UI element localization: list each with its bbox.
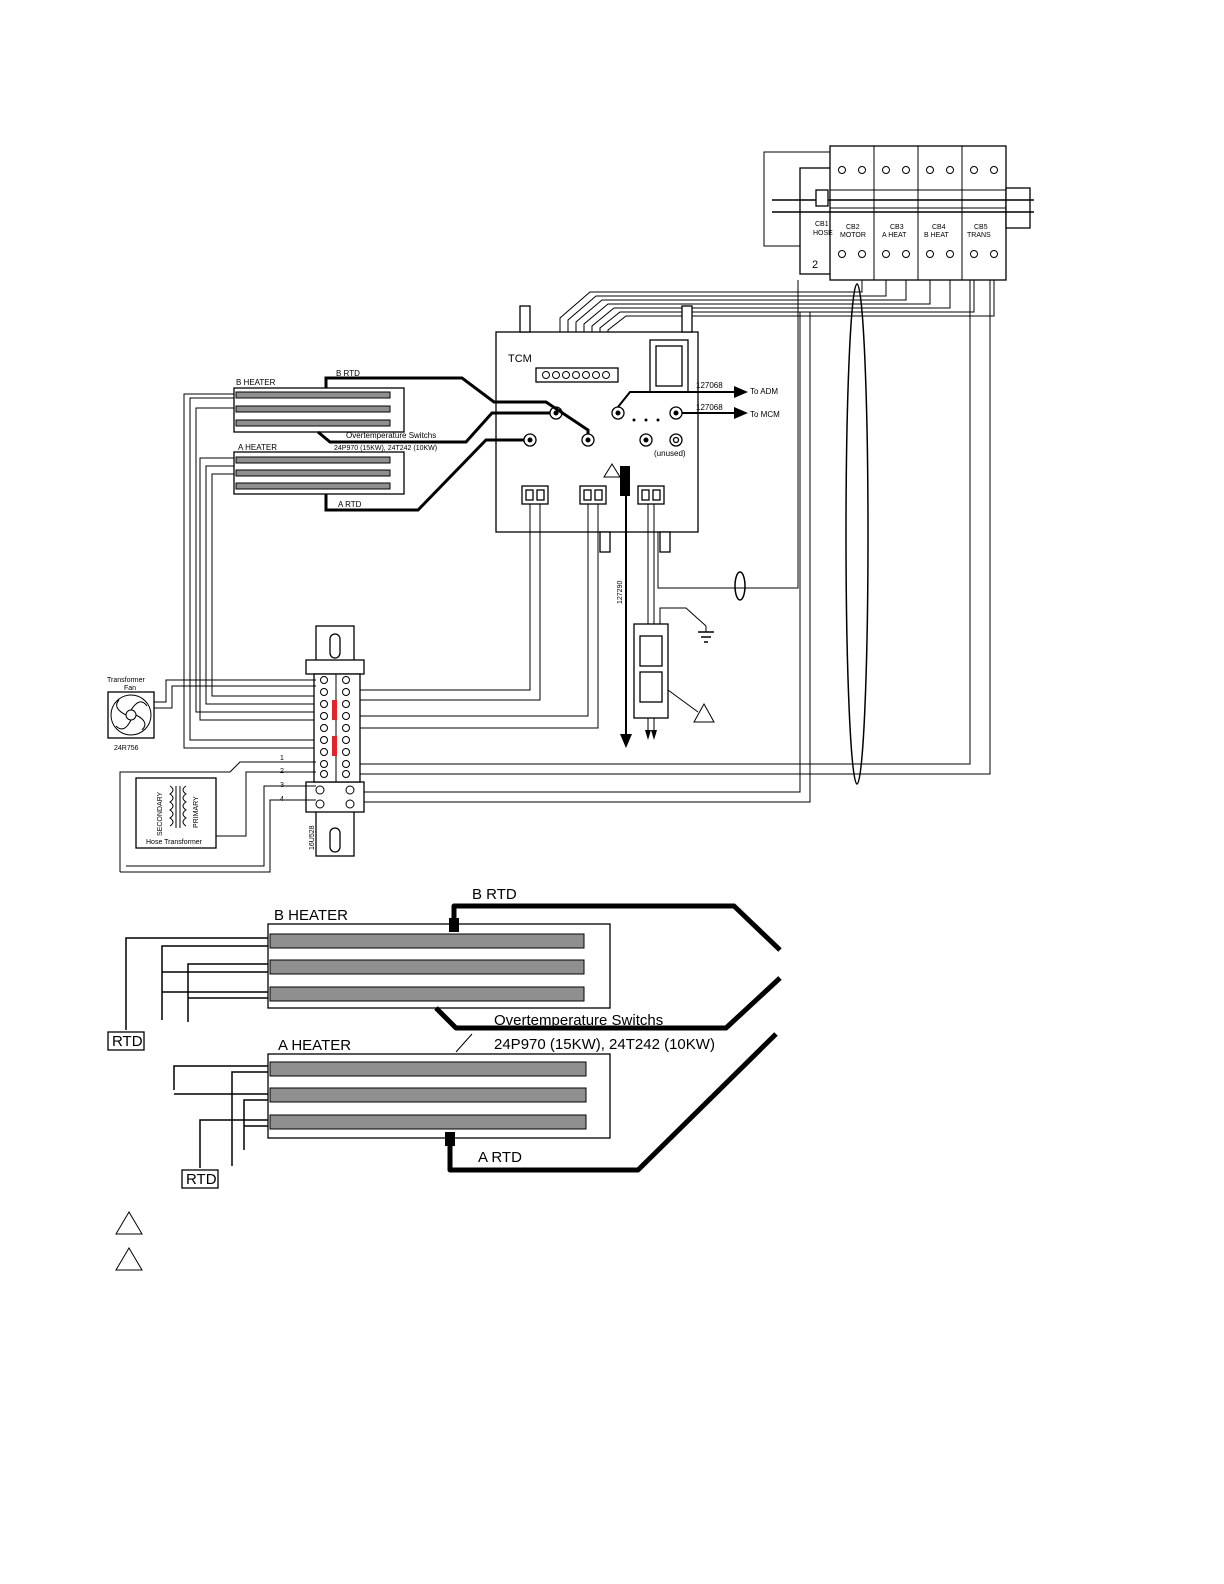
cb4-id: CB4 xyxy=(932,224,946,231)
cb3-id: CB3 xyxy=(890,224,904,231)
note-markers xyxy=(115,1211,143,1271)
b-rtd-label: B RTD xyxy=(336,369,360,378)
transformer-fan: Transformer Fan 24R756 xyxy=(107,677,316,752)
fan-part: 24R756 xyxy=(114,745,139,752)
breaker-row-number: 2 xyxy=(812,259,818,271)
detail-overtemp-label: Overtemperature Switchs xyxy=(494,1012,663,1029)
a-heater-label: A HEATER xyxy=(238,443,277,452)
cb1-id: CB1 xyxy=(815,221,829,228)
detail-heater-view: B HEATER B RTD Overtemperature Switchs 2… xyxy=(107,886,782,1189)
gfci-warning-triangle-icon xyxy=(693,702,715,723)
hose-transformer: SECONDARY PRIMARY Hose Transformer xyxy=(119,761,316,873)
terminal-block-part: 16U528 xyxy=(309,825,316,850)
hose-transformer-label: Hose Transformer xyxy=(146,839,203,846)
terminal-screws xyxy=(315,676,355,809)
adm-mcm-cables: 127068 To ADM 127068 To MCM xyxy=(617,381,780,419)
detail-a-heater-label: A HEATER xyxy=(278,1037,351,1054)
secondary-coil-icon xyxy=(169,785,174,827)
primary-coil-icon xyxy=(182,785,187,827)
terminal-block: 16U528 1 2 3 4 xyxy=(280,625,365,857)
cable-bundle-ellipse xyxy=(845,283,869,785)
cb2-name: MOTOR xyxy=(840,232,866,239)
breaker-top-terminals xyxy=(838,166,998,174)
upper-heater-assembly: B HEATER B RTD Overtemperature Switchs 2… xyxy=(233,369,437,509)
primary-label: PRIMARY xyxy=(193,796,200,828)
cable-tie-ellipse xyxy=(734,571,746,601)
warning-triangle-icon xyxy=(603,463,621,478)
detail-rtd-box-bottom xyxy=(181,1169,219,1189)
secondary-label: SECONDARY xyxy=(157,791,164,836)
gfci-receptacle xyxy=(633,607,715,723)
overtemp-parts: 24P970 (15KW), 24T242 (10KW) xyxy=(334,445,437,452)
mcm-cable-part: 127068 xyxy=(696,403,723,412)
tcm-module: TCM (unused) xyxy=(495,305,699,553)
tcm-title: TCM xyxy=(508,353,532,365)
cb2-id: CB2 xyxy=(846,224,860,231)
harness-ferrite xyxy=(620,466,630,496)
jumper-a xyxy=(332,700,337,720)
note-2-triangle-icon xyxy=(115,1247,143,1271)
harness-127290: 127290 xyxy=(617,496,657,748)
tcm-connector-pins xyxy=(542,371,610,379)
wire-number-1: 1 xyxy=(280,755,284,762)
b-heater-label: B HEATER xyxy=(236,378,276,387)
unused-label: (unused) xyxy=(654,449,686,458)
detail-rtd-box-top-label: RTD xyxy=(112,1033,143,1050)
a-rtd-label: A RTD xyxy=(338,500,362,509)
cb4-name: B HEAT xyxy=(924,232,949,239)
harness-part: 127290 xyxy=(617,581,624,604)
detail-rtd-box-bottom-label: RTD xyxy=(186,1171,217,1188)
note-1-triangle-icon xyxy=(115,1211,143,1235)
circuit-breaker-bank: 2 CB1 HOSE CB2 MOTOR CB3 A HEAT CB4 B HE… xyxy=(772,145,1034,281)
detail-overtemp-parts: 24P970 (15KW), 24T242 (10KW) xyxy=(494,1036,715,1053)
adm-destination: To ADM xyxy=(750,387,778,396)
cb5-name: TRANS xyxy=(967,232,991,239)
heater-feed-wires xyxy=(183,393,599,749)
cb1-name: HOSE xyxy=(813,230,833,237)
detail-rtd-box-top xyxy=(107,1031,145,1051)
cb5-id: CB5 xyxy=(974,224,988,231)
fan-icon xyxy=(115,699,148,731)
detail-a-rtd-label: A RTD xyxy=(478,1149,522,1166)
fan-label-line1: Transformer xyxy=(107,677,146,684)
cb3-name: A HEAT xyxy=(882,232,907,239)
adm-cable-part: 127068 xyxy=(696,381,723,390)
overtemp-label: Overtemperature Switchs xyxy=(346,431,436,440)
detail-b-rtd-label: B RTD xyxy=(472,886,517,903)
detail-b-heater-label: B HEATER xyxy=(274,907,348,924)
mcm-destination: To MCM xyxy=(750,410,780,419)
breaker-bottom-terminals xyxy=(838,250,998,258)
upper-sensor-cables xyxy=(317,376,590,512)
jumper-b xyxy=(332,736,337,756)
fan-label-line2: Fan xyxy=(124,685,136,692)
